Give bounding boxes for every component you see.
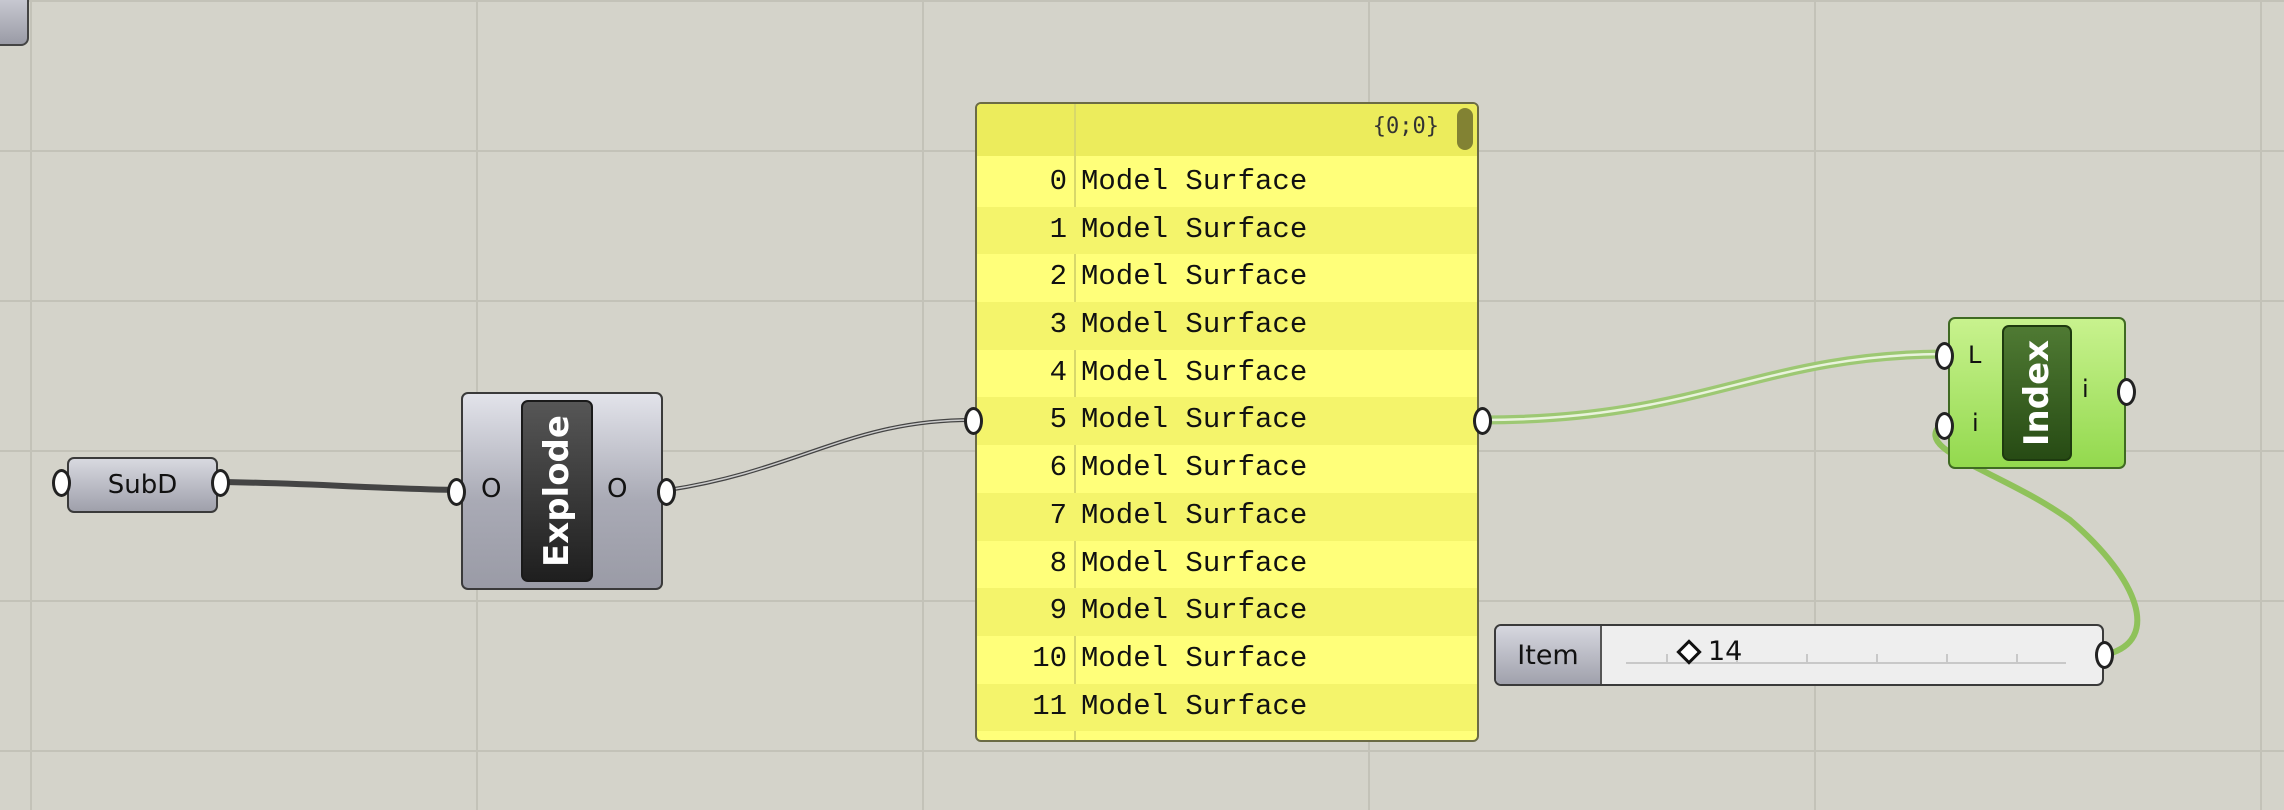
wire-slider-index [1932,421,2141,657]
wire-panel-index [1482,349,1943,425]
list-item-component[interactable]: L i Index i [1948,317,2126,469]
index-input-index-label: i [1972,409,1979,437]
panel-scrollbar[interactable] [1457,108,1473,150]
index-output-grip[interactable] [2117,378,2136,406]
explode-component[interactable]: O Explode O [461,392,663,590]
panel-input-grip[interactable] [964,407,983,435]
explode-name-label: Explode [521,400,593,582]
explode-input-label: O [481,474,502,504]
subd-output-grip[interactable] [211,469,230,497]
panel-header: {0;0} [977,104,1477,156]
index-name-label: Index [2002,325,2072,461]
slider-value[interactable]: 14 [1676,636,1743,667]
slider-output-grip[interactable] [2095,641,2114,669]
index-list-input-grip[interactable] [1935,342,1954,370]
slider-value-text: 14 [1708,636,1743,667]
explode-input-grip[interactable] [447,478,466,506]
wire-explode-panel [667,418,973,492]
subd-label: SubD [107,470,178,500]
item-number-slider[interactable]: Item 14 [1494,624,2104,686]
subd-parameter[interactable]: SubD [67,457,218,513]
slider-handle-diamond-icon[interactable] [1676,638,1702,665]
explode-output-label: O [607,474,628,504]
index-output-label: i [2082,375,2089,403]
slider-label: Item [1496,626,1602,684]
panel-output-grip[interactable] [1473,407,1492,435]
slider-track[interactable]: 14 [1626,636,2066,674]
panel-path: {0;0} [1372,114,1439,139]
offscreen-component-stub[interactable] [0,0,29,46]
explode-output-grip[interactable] [657,478,676,506]
index-index-input-grip[interactable] [1935,412,1954,440]
subd-input-grip[interactable] [52,469,71,497]
index-input-list-label: L [1968,341,1982,369]
wire-subd-explode [224,479,456,493]
